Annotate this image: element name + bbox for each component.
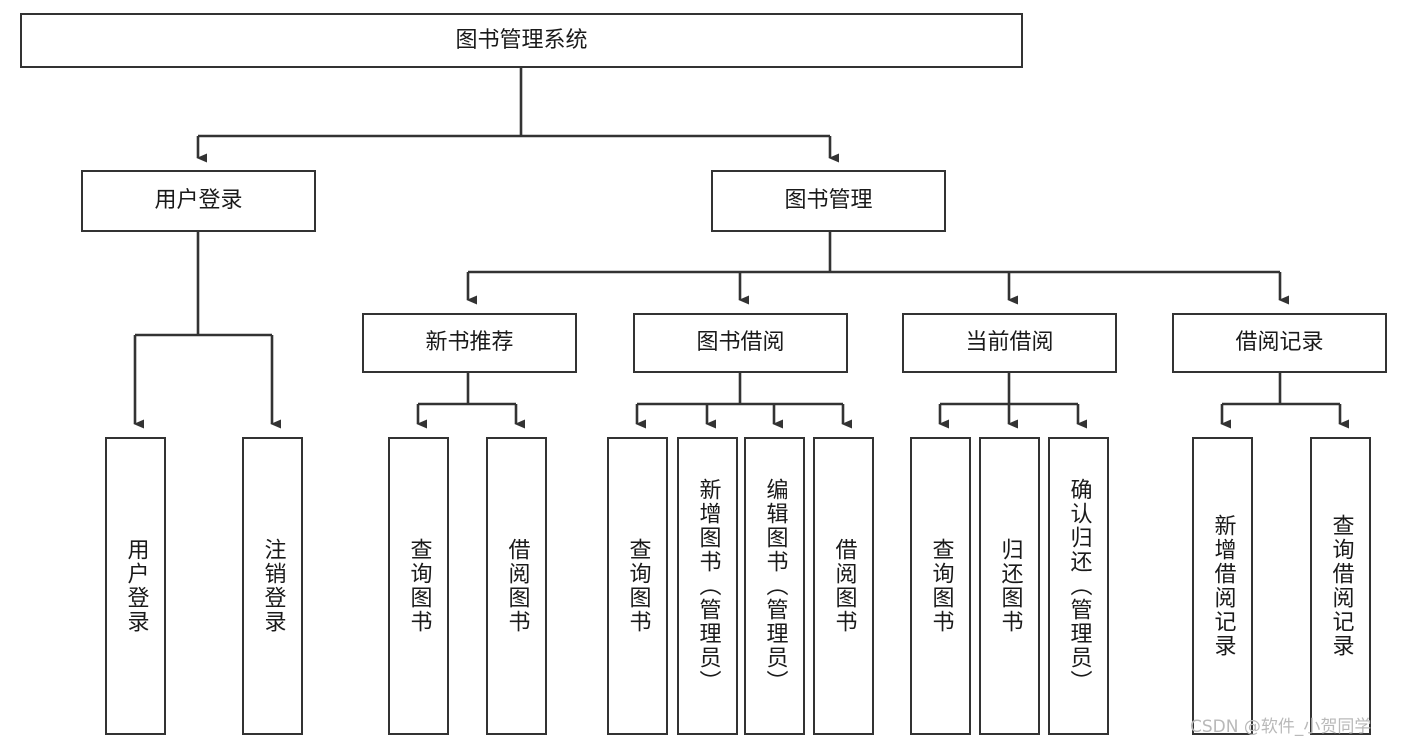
leaf-current-return-book[interactable]: 归还图书 bbox=[979, 437, 1040, 735]
leaf-user-login-logout[interactable]: 注销登录 bbox=[242, 437, 303, 735]
leaf-record-add-borrow-record[interactable]: 新增借阅记录 bbox=[1192, 437, 1253, 735]
node-label: 图书借阅 bbox=[696, 330, 785, 356]
node-label: 当前借阅 bbox=[965, 330, 1054, 356]
node-label: 新书推荐 bbox=[425, 330, 514, 356]
leaf-new-book-query[interactable]: 查询图书 bbox=[388, 437, 449, 735]
node-book-management[interactable]: 图书管理 bbox=[711, 170, 946, 232]
node-label: 借阅记录 bbox=[1235, 330, 1324, 356]
leaf-current-confirm-return-admin[interactable]: 确认归还（管理员） bbox=[1048, 437, 1109, 735]
leaf-borrow-add-book-admin[interactable]: 新增图书（管理员） bbox=[677, 437, 738, 735]
leaf-new-book-borrow[interactable]: 借阅图书 bbox=[486, 437, 547, 735]
node-root-book-management-system[interactable]: 图书管理系统 bbox=[20, 13, 1023, 68]
leaf-user-login-login[interactable]: 用户登录 bbox=[105, 437, 166, 735]
leaf-borrow-edit-book-admin[interactable]: 编辑图书（管理员） bbox=[744, 437, 805, 735]
node-book-borrow[interactable]: 图书借阅 bbox=[633, 313, 848, 373]
node-label: 查询图书 bbox=[625, 538, 651, 634]
leaf-current-query-book[interactable]: 查询图书 bbox=[910, 437, 971, 735]
node-label: 用户登录 bbox=[123, 538, 149, 634]
node-new-book-recommend[interactable]: 新书推荐 bbox=[362, 313, 577, 373]
node-label: 图书管理 bbox=[784, 188, 873, 214]
node-label: 编辑图书（管理员） bbox=[762, 478, 788, 694]
watermark-text: CSDN @软件_小贺同学 bbox=[1190, 717, 1372, 737]
leaf-borrow-borrow-book[interactable]: 借阅图书 bbox=[813, 437, 874, 735]
node-label: 查询图书 bbox=[928, 538, 954, 634]
node-label: 借阅图书 bbox=[504, 538, 530, 634]
leaf-record-query-borrow-record[interactable]: 查询借阅记录 bbox=[1310, 437, 1371, 735]
node-label: 确认归还（管理员） bbox=[1066, 478, 1092, 694]
node-label: 归还图书 bbox=[997, 538, 1023, 634]
leaf-borrow-query-book[interactable]: 查询图书 bbox=[607, 437, 668, 735]
node-label: 新增借阅记录 bbox=[1210, 514, 1236, 658]
node-label: 借阅图书 bbox=[831, 538, 857, 634]
node-label: 查询图书 bbox=[406, 538, 432, 634]
node-label: 图书管理系统 bbox=[455, 27, 588, 53]
node-user-login[interactable]: 用户登录 bbox=[81, 170, 316, 232]
node-label: 查询借阅记录 bbox=[1328, 514, 1354, 658]
node-borrow-record[interactable]: 借阅记录 bbox=[1172, 313, 1387, 373]
node-label: 用户登录 bbox=[154, 188, 243, 214]
node-label: 新增图书（管理员） bbox=[695, 478, 721, 694]
node-current-borrow[interactable]: 当前借阅 bbox=[902, 313, 1117, 373]
node-label: 注销登录 bbox=[260, 538, 286, 634]
